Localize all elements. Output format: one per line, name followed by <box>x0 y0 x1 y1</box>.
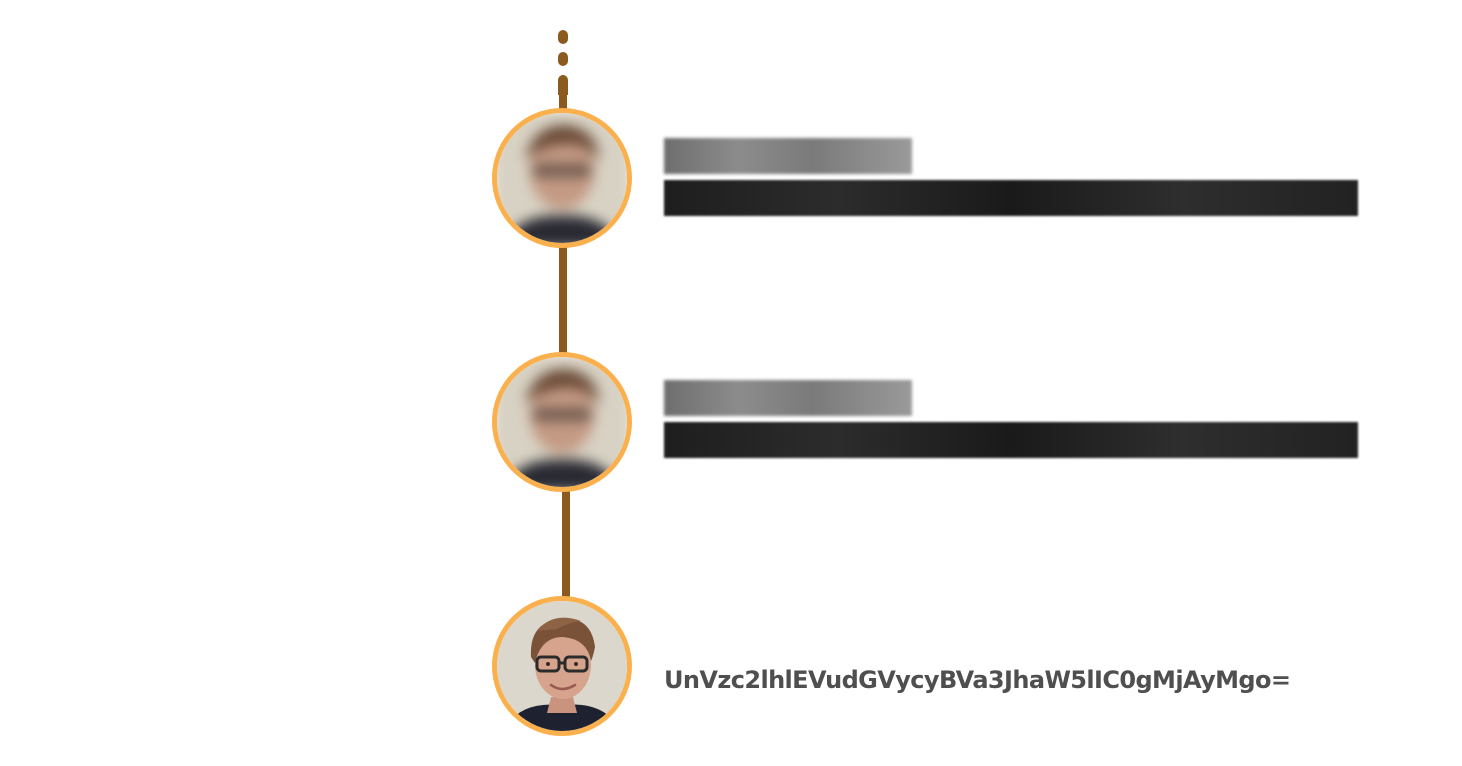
commit-message: UnVzc2lhlEVudGVycyBVa3JhaW5lIC0gMjAyMgo= <box>664 666 1291 694</box>
commit-message-redacted <box>664 422 1358 458</box>
timeline-line <box>559 88 567 112</box>
timeline-continuation-dot <box>558 52 568 66</box>
commit-title-redacted <box>664 380 912 416</box>
commit-message-redacted <box>664 180 1358 216</box>
author-avatar-icon <box>497 113 627 243</box>
timeline-line <box>559 244 567 356</box>
commit-avatar[interactable] <box>492 108 632 248</box>
commit-title-redacted <box>664 138 912 174</box>
commit-avatar[interactable] <box>492 596 632 736</box>
author-avatar-icon <box>497 357 627 487</box>
timeline-continuation-dot <box>558 75 568 95</box>
commit-avatar[interactable] <box>492 352 632 492</box>
author-avatar-icon <box>497 601 627 731</box>
timeline-line <box>562 488 570 600</box>
timeline-continuation-dot <box>558 30 568 44</box>
